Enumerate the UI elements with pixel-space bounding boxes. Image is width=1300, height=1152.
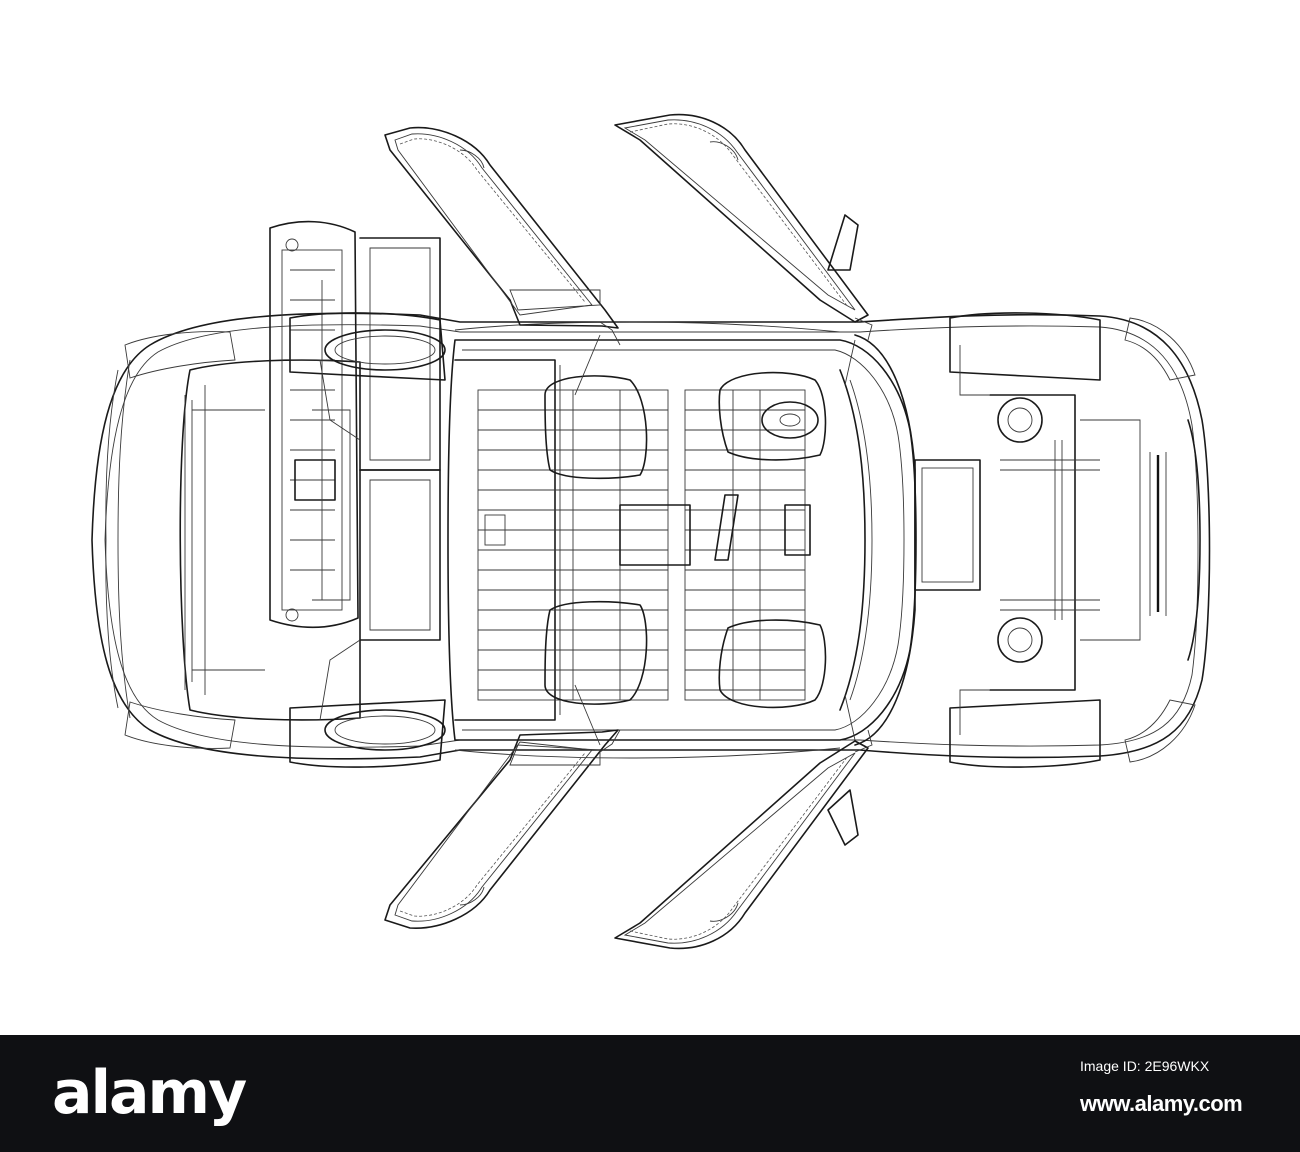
alamy-logo: alamy: [52, 1058, 247, 1128]
site-link: www.alamy.com: [1080, 1091, 1243, 1116]
rear-wheels: [914, 312, 1141, 768]
side-mirrors: [827, 214, 859, 846]
door-front-bottom: [614, 740, 869, 950]
watermark-bar: alamy Image ID: 2E96WKX www.alamy.com: [0, 1035, 1300, 1152]
floor-grid: [477, 389, 806, 701]
door-front-top: [614, 113, 869, 323]
lights: [124, 317, 1196, 763]
image-id-label: Image ID: 2E96WKX: [1080, 1058, 1210, 1074]
door-hinges: [599, 317, 873, 753]
front-wheels: [289, 312, 446, 768]
door-rear-bottom: [384, 729, 619, 929]
cabin: [447, 321, 917, 759]
front-compartment: [179, 220, 441, 721]
car-body: [91, 312, 1211, 760]
car-wireframe-svg: [91, 113, 1211, 950]
car-wireframe-illustration: [91, 113, 1211, 950]
door-rear-top: [384, 126, 619, 329]
